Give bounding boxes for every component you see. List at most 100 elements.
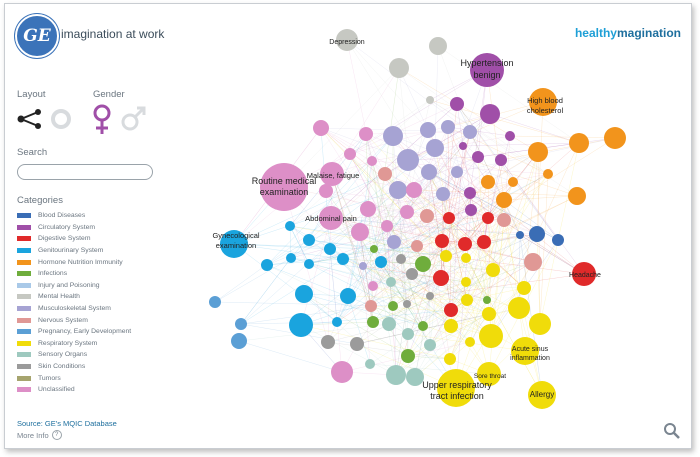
healthymagination-brand[interactable]: healthymagination — [575, 26, 681, 40]
graph-node[interactable] — [331, 361, 353, 383]
graph-node[interactable] — [461, 294, 473, 306]
graph-node[interactable] — [437, 369, 475, 407]
graph-node[interactable] — [572, 262, 596, 286]
graph-node[interactable] — [389, 58, 409, 78]
graph-node[interactable] — [420, 209, 434, 223]
graph-node[interactable] — [528, 381, 556, 409]
graph-node[interactable] — [359, 127, 373, 141]
graph-node[interactable] — [337, 253, 349, 265]
graph-node[interactable] — [424, 339, 436, 351]
graph-node[interactable] — [435, 234, 449, 248]
graph-node[interactable] — [260, 163, 308, 211]
graph-node[interactable] — [415, 256, 431, 272]
graph-node[interactable] — [411, 240, 423, 252]
graph-node[interactable] — [461, 253, 471, 263]
graph-node[interactable] — [444, 353, 456, 365]
graph-node[interactable] — [286, 253, 296, 263]
graph-node[interactable] — [516, 231, 524, 239]
graph-node[interactable] — [496, 192, 512, 208]
graph-node[interactable] — [396, 254, 406, 264]
graph-node[interactable] — [552, 234, 564, 246]
graph-node[interactable] — [486, 263, 500, 277]
category-item[interactable]: Circulatory System — [17, 222, 131, 234]
male-icon[interactable] — [119, 104, 149, 134]
category-item[interactable]: Hormone Nutrition Immunity — [17, 256, 131, 268]
category-item[interactable]: Sensory Organs — [17, 349, 131, 361]
category-item[interactable]: Pregnancy, Early Development — [17, 326, 131, 338]
female-icon[interactable] — [91, 102, 113, 136]
graph-node[interactable] — [461, 277, 471, 287]
category-item[interactable]: Infections — [17, 268, 131, 280]
graph-node[interactable] — [465, 337, 475, 347]
disease-network-graph[interactable]: Depression Hypertension benign High bloo… — [5, 4, 691, 448]
graph-node[interactable] — [463, 125, 477, 139]
graph-node[interactable] — [529, 313, 551, 335]
category-item[interactable]: Mental Health — [17, 291, 131, 303]
graph-node[interactable] — [386, 277, 396, 287]
graph-node[interactable] — [295, 285, 313, 303]
graph-node[interactable] — [388, 301, 398, 311]
graph-node[interactable] — [401, 349, 415, 363]
graph-node[interactable] — [324, 243, 336, 255]
graph-node[interactable] — [365, 359, 375, 369]
graph-node[interactable] — [365, 300, 377, 312]
graph-node[interactable] — [441, 120, 455, 134]
graph-node[interactable] — [477, 362, 501, 386]
source-link[interactable]: Source: GE's MQIC Database — [17, 419, 117, 428]
graph-node[interactable] — [406, 182, 422, 198]
graph-node[interactable] — [451, 166, 463, 178]
graph-node[interactable] — [402, 328, 414, 340]
graph-node[interactable] — [336, 29, 358, 51]
graph-node[interactable] — [470, 53, 504, 87]
graph-node[interactable] — [543, 169, 553, 179]
graph-node[interactable] — [261, 259, 273, 271]
graph-node[interactable] — [367, 156, 377, 166]
graph-nodes[interactable] — [209, 29, 626, 409]
graph-node[interactable] — [477, 235, 491, 249]
search-input[interactable] — [17, 164, 153, 180]
graph-node[interactable] — [524, 253, 542, 271]
graph-node[interactable] — [350, 337, 364, 351]
graph-node[interactable] — [313, 120, 329, 136]
category-item[interactable]: Nervous System — [17, 314, 131, 326]
category-item[interactable]: Unclassified — [17, 384, 131, 396]
graph-node[interactable] — [403, 300, 411, 308]
graph-node[interactable] — [569, 133, 589, 153]
graph-node[interactable] — [303, 234, 315, 246]
graph-node[interactable] — [529, 88, 557, 116]
graph-node[interactable] — [368, 281, 378, 291]
graph-node[interactable] — [497, 213, 511, 227]
graph-node[interactable] — [528, 142, 548, 162]
graph-node[interactable] — [482, 307, 496, 321]
graph-node[interactable] — [406, 368, 424, 386]
graph-node[interactable] — [508, 297, 530, 319]
graph-node[interactable] — [420, 122, 436, 138]
graph-node[interactable] — [481, 175, 495, 189]
graph-node[interactable] — [464, 187, 476, 199]
network-layout-icon[interactable] — [17, 107, 43, 131]
graph-node[interactable] — [426, 139, 444, 157]
graph-node[interactable] — [511, 337, 539, 365]
more-info-link[interactable]: More Info ? — [17, 430, 62, 440]
graph-node[interactable] — [378, 167, 392, 181]
graph-node[interactable] — [375, 256, 387, 268]
graph-node[interactable] — [479, 324, 503, 348]
graph-node[interactable] — [433, 270, 449, 286]
graph-node[interactable] — [319, 206, 343, 230]
graph-node[interactable] — [235, 318, 247, 330]
graph-node[interactable] — [397, 149, 419, 171]
zoom-magnifier-icon[interactable] — [663, 422, 681, 440]
graph-node[interactable] — [289, 313, 313, 337]
graph-node[interactable] — [351, 223, 369, 241]
graph-node[interactable] — [231, 333, 247, 349]
category-item[interactable]: Skin Conditions — [17, 361, 131, 373]
graph-node[interactable] — [382, 317, 396, 331]
radial-layout-icon[interactable] — [49, 107, 73, 131]
graph-node[interactable] — [383, 126, 403, 146]
graph-node[interactable] — [421, 164, 437, 180]
graph-node[interactable] — [389, 181, 407, 199]
category-item[interactable]: Genitourinary System — [17, 245, 131, 257]
graph-node[interactable] — [604, 127, 626, 149]
category-item[interactable]: Respiratory System — [17, 338, 131, 350]
graph-node[interactable] — [319, 184, 333, 198]
